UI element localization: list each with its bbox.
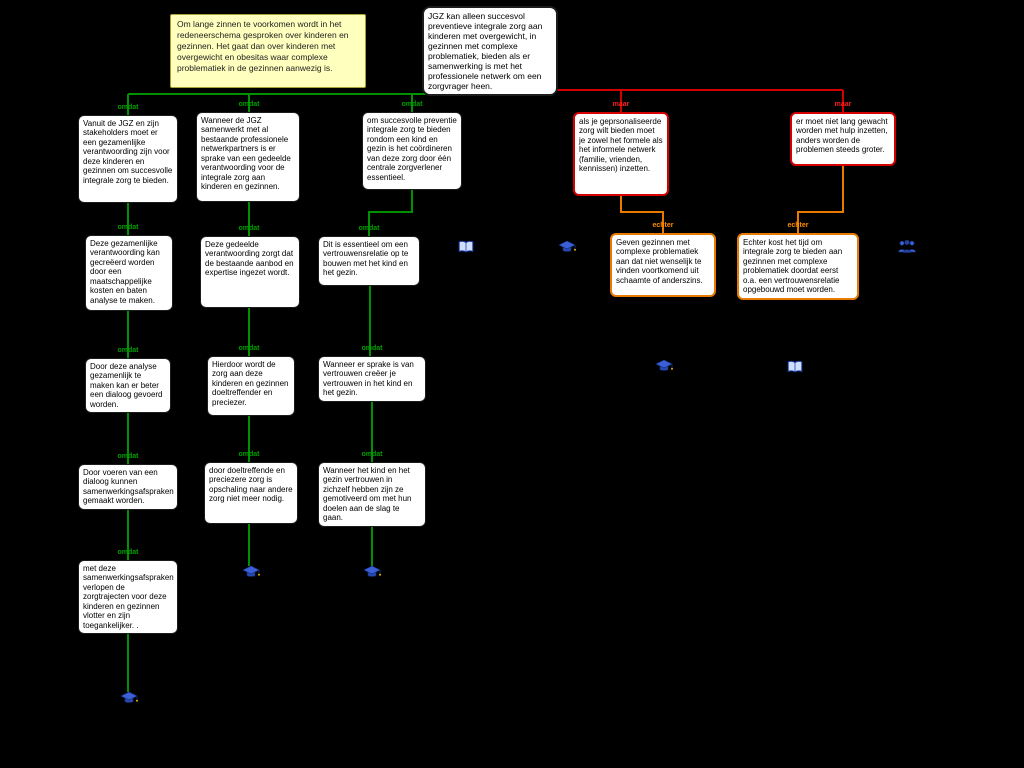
connector-label-maar: maar [612, 101, 630, 108]
book-icon[interactable] [458, 240, 474, 254]
reason-box-3-4[interactable]: Wanneer het kind en het gezin vertrouwen… [318, 462, 426, 527]
reason-box-2-2[interactable]: Deze gedeelde verantwoording zorgt dat d… [200, 236, 300, 308]
graduate-cap-icon[interactable] [655, 359, 673, 375]
graduate-cap-icon[interactable] [558, 240, 576, 256]
connector-label-maar: maar [834, 101, 852, 108]
reason-box-1-1[interactable]: Vanuit de JGZ en zijn stakeholders moet … [78, 115, 178, 203]
connector-label-omdat: omdat [117, 453, 139, 460]
connector-label-omdat: omdat [117, 224, 139, 231]
connector-label-omdat: omdat [238, 101, 260, 108]
graduate-cap-icon[interactable] [242, 565, 260, 581]
reason-box-2-4[interactable]: door doeltreffende en preciezere zorg is… [204, 462, 298, 524]
main-claim-box[interactable]: JGZ kan alleen succesvol preventieve int… [422, 6, 558, 97]
note-box[interactable]: Om lange zinnen te voorkomen wordt in he… [170, 14, 366, 88]
connector-label-omdat: omdat [238, 225, 260, 232]
rebuttal-box-2[interactable]: Echter kost het tijd om integrale zorg t… [737, 233, 859, 300]
connector-label-omdat: omdat [361, 345, 383, 352]
reason-box-2-3[interactable]: Hierdoor wordt de zorg aan deze kinderen… [207, 356, 295, 416]
connector-label-omdat: omdat [117, 347, 139, 354]
people-icon[interactable] [897, 239, 917, 254]
connector-label-echter: echter [787, 222, 809, 229]
objection-box-1[interactable]: als je geprsonaliseerde zorg wilt bieden… [573, 112, 669, 196]
reason-box-2-1[interactable]: Wanneer de JGZ samenwerkt met al bestaan… [196, 112, 300, 202]
connector-label-echter: echter [652, 222, 674, 229]
connector-label-omdat: omdat [238, 451, 260, 458]
reason-box-1-5[interactable]: met deze samenwerkingsafspraken verlopen… [78, 560, 178, 635]
reason-box-3-2[interactable]: Dit is essentieel om een vertrouwensrela… [318, 236, 420, 286]
objection-box-2[interactable]: er moet niet lang gewacht worden met hul… [790, 112, 896, 166]
reason-box-1-4[interactable]: Door voeren van een dialoog kunnen samen… [78, 464, 178, 510]
reason-box-3-1[interactable]: om succesvolle preventie integrale zorg … [362, 112, 462, 190]
connector-label-omdat: omdat [238, 345, 260, 352]
connector-label-omdat: omdat [401, 101, 423, 108]
connector-label-omdat: omdat [361, 451, 383, 458]
reason-box-1-3[interactable]: Door deze analyse gezamenlijk te maken k… [85, 358, 171, 414]
connector-label-omdat: omdat [117, 104, 139, 111]
graduate-cap-icon[interactable] [120, 691, 138, 707]
book-icon[interactable] [787, 360, 803, 374]
reason-box-1-2[interactable]: Deze gezamenlijke verantwoording kan gec… [85, 235, 173, 311]
rebuttal-box-1[interactable]: Geven gezinnen met complexe problematiek… [610, 233, 716, 297]
graduate-cap-icon[interactable] [363, 565, 381, 581]
connector-label-omdat: omdat [358, 225, 380, 232]
reason-box-3-3[interactable]: Wanneer er sprake is van vertrouwen creë… [318, 356, 426, 402]
connector-label-omdat: omdat [117, 549, 139, 556]
